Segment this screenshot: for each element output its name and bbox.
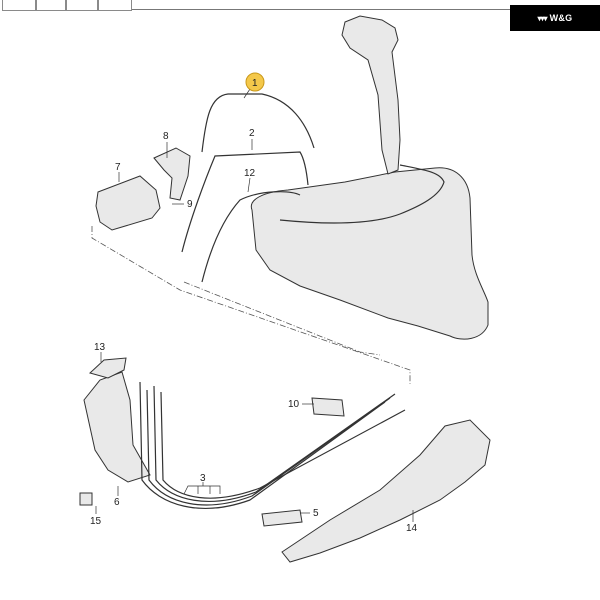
callout-1: 1	[252, 78, 258, 89]
callout-2: 2	[249, 128, 255, 139]
callout-9: 9	[187, 199, 193, 210]
callout-15: 15	[90, 516, 102, 527]
tab-1[interactable]	[2, 0, 36, 11]
line-holder-10[interactable]	[311, 397, 345, 417]
callout-3: 3	[200, 473, 206, 484]
brand-mark-icon: ▾▾▾	[537, 13, 548, 23]
pipe-tank-return[interactable]	[279, 164, 445, 224]
window-tab-strip	[0, 0, 600, 12]
callout-12: 12	[244, 168, 256, 179]
pipe-bundle-3d[interactable]	[160, 391, 406, 499]
clip-13[interactable]	[89, 357, 127, 379]
filter-bracket-8[interactable]	[153, 147, 191, 201]
tab-3[interactable]	[66, 0, 98, 11]
assembly-line-b	[183, 281, 381, 356]
filler-neck[interactable]	[341, 15, 401, 175]
callout-8: 8	[163, 131, 169, 142]
pipe-bundle-3b[interactable]	[146, 389, 391, 506]
tab-2[interactable]	[36, 0, 66, 11]
clip-15[interactable]	[79, 492, 93, 506]
pipe-bundle-3a[interactable]	[139, 381, 386, 509]
callout-6: 6	[114, 497, 120, 508]
pipe-bundle-3c[interactable]	[153, 385, 396, 502]
callout-13: 13	[94, 342, 106, 353]
tab-4[interactable]	[98, 0, 132, 11]
assembly-line-a	[91, 226, 411, 384]
callout-5: 5	[313, 508, 319, 519]
top-divider	[132, 9, 600, 10]
pad-5[interactable]	[261, 509, 303, 527]
brand-logo: ▾▾▾ W&G	[510, 5, 600, 31]
callout-7: 7	[115, 162, 121, 173]
pipe-2[interactable]	[181, 151, 309, 253]
leader-3	[183, 482, 221, 495]
heat-shield-14[interactable]	[281, 419, 491, 563]
fuel-tank[interactable]	[250, 167, 489, 340]
fuel-filter-7[interactable]	[95, 175, 161, 231]
brand-name: W&G	[549, 13, 573, 23]
callout-1-highlight[interactable]	[245, 72, 265, 92]
leader-12	[247, 177, 251, 193]
callout-14: 14	[406, 523, 418, 534]
pipe-1[interactable]	[201, 93, 315, 153]
pipe-12[interactable]	[201, 191, 301, 283]
callout-10: 10	[288, 399, 300, 410]
